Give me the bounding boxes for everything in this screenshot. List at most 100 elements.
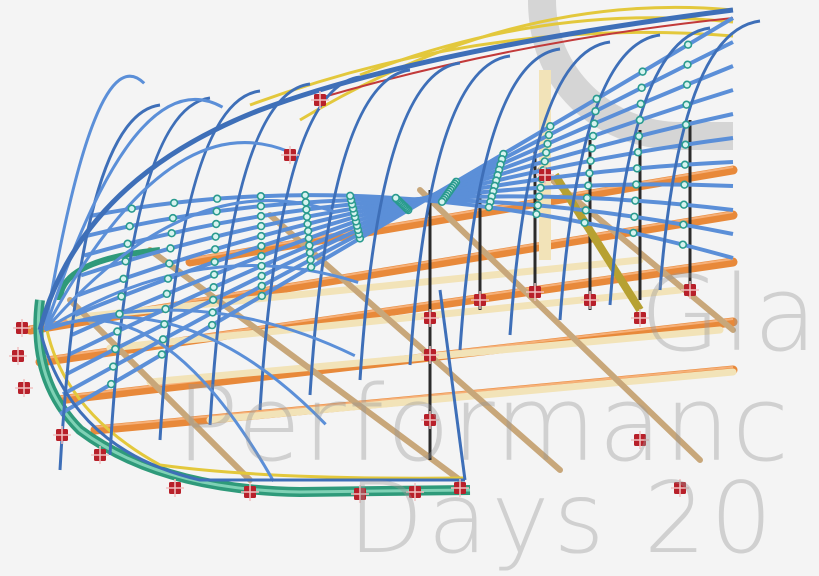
grid-node [304, 234, 313, 243]
support-marker [281, 146, 299, 164]
grid-node [544, 130, 554, 140]
grid-node [584, 181, 593, 190]
grid-node [592, 94, 601, 104]
grid-node [636, 99, 645, 109]
support-marker [671, 479, 689, 497]
support-marker [471, 291, 489, 309]
grid-nodes [106, 40, 693, 389]
grid-node [540, 157, 549, 166]
grid-node [305, 248, 315, 257]
grid-node [345, 191, 355, 200]
grid-node [169, 198, 179, 208]
grid-node [207, 320, 217, 330]
grid-node [158, 335, 168, 344]
grid-node [106, 379, 116, 389]
structural-model-view [9, 0, 761, 503]
dome-rib [43, 199, 336, 331]
grid-node [541, 148, 551, 157]
grid-node [119, 274, 128, 284]
grid-node [300, 190, 310, 200]
grid-node [585, 168, 594, 178]
grid-node [125, 222, 134, 231]
grid-node [208, 308, 217, 317]
orange-beam-highlight [94, 366, 734, 428]
orange-beam-highlight [189, 166, 734, 260]
grid-node [683, 60, 692, 69]
grid-node [161, 304, 170, 314]
grid-node [109, 362, 118, 371]
support-marker [406, 483, 424, 501]
grid-node [209, 270, 219, 279]
cut-edge [438, 289, 467, 481]
grid-node [586, 156, 595, 165]
transverse-arch [458, 47, 561, 351]
grid-node [160, 319, 169, 329]
grid-node [536, 183, 545, 192]
diagonal-brace [67, 297, 253, 483]
support-marker [631, 431, 649, 449]
support-marker [241, 483, 259, 501]
grid-node [582, 193, 592, 203]
grid-node [165, 259, 174, 268]
grid-node [162, 289, 171, 299]
grid-node [256, 221, 266, 231]
shell-outline [37, 7, 734, 331]
support-marker [13, 319, 31, 337]
diagonal-brace [417, 187, 703, 463]
support-marker [421, 346, 439, 364]
shell-lower-outline [38, 329, 465, 482]
green-base-highlight [36, 299, 471, 494]
grid-node [210, 257, 219, 267]
grid-node [113, 327, 122, 336]
grid-node [532, 209, 541, 219]
grid-node [212, 194, 222, 203]
grid-node [306, 262, 316, 272]
grid-node [256, 211, 266, 221]
transverse-arch [358, 61, 461, 381]
grid-node [111, 344, 120, 354]
grid-node [303, 219, 312, 229]
grid-node [681, 120, 691, 129]
transverse-arch [158, 89, 261, 441]
grid-node [629, 228, 638, 238]
grid-node [637, 83, 646, 92]
grid-node [581, 206, 591, 215]
grid-node [168, 213, 178, 223]
grid-node [117, 292, 126, 301]
grid-node [209, 282, 218, 292]
grid-node [635, 115, 645, 125]
grid-node [680, 180, 689, 189]
grid-node [484, 202, 494, 212]
support-marker [421, 309, 439, 327]
grid-node [683, 40, 693, 49]
support-marker [631, 309, 649, 327]
support-marker [536, 166, 554, 184]
support-marker [351, 485, 369, 503]
grid-node [543, 139, 552, 149]
support-marker [311, 91, 329, 109]
grid-node [121, 257, 130, 266]
grid-node [166, 244, 175, 253]
support-markers [9, 91, 699, 503]
grid-node [167, 229, 176, 238]
support-marker [53, 426, 71, 444]
grid-node [303, 226, 313, 236]
transverse-arch [308, 68, 411, 396]
dome-rib [44, 318, 275, 483]
grid-node [546, 122, 555, 131]
transverse-arch [608, 26, 711, 306]
grid-node [127, 204, 136, 213]
transverse-arch [658, 19, 761, 291]
support-marker [681, 281, 699, 299]
grid-node [679, 200, 689, 209]
grid-node [678, 240, 688, 249]
grid-node [631, 180, 641, 189]
support-marker [581, 291, 599, 309]
grid-node [633, 148, 643, 157]
grid-node [211, 232, 220, 241]
grid-node [302, 205, 311, 214]
support-marker [91, 446, 109, 464]
grid-node [257, 231, 266, 241]
transverse-arch [508, 40, 611, 336]
grid-node [682, 80, 692, 89]
